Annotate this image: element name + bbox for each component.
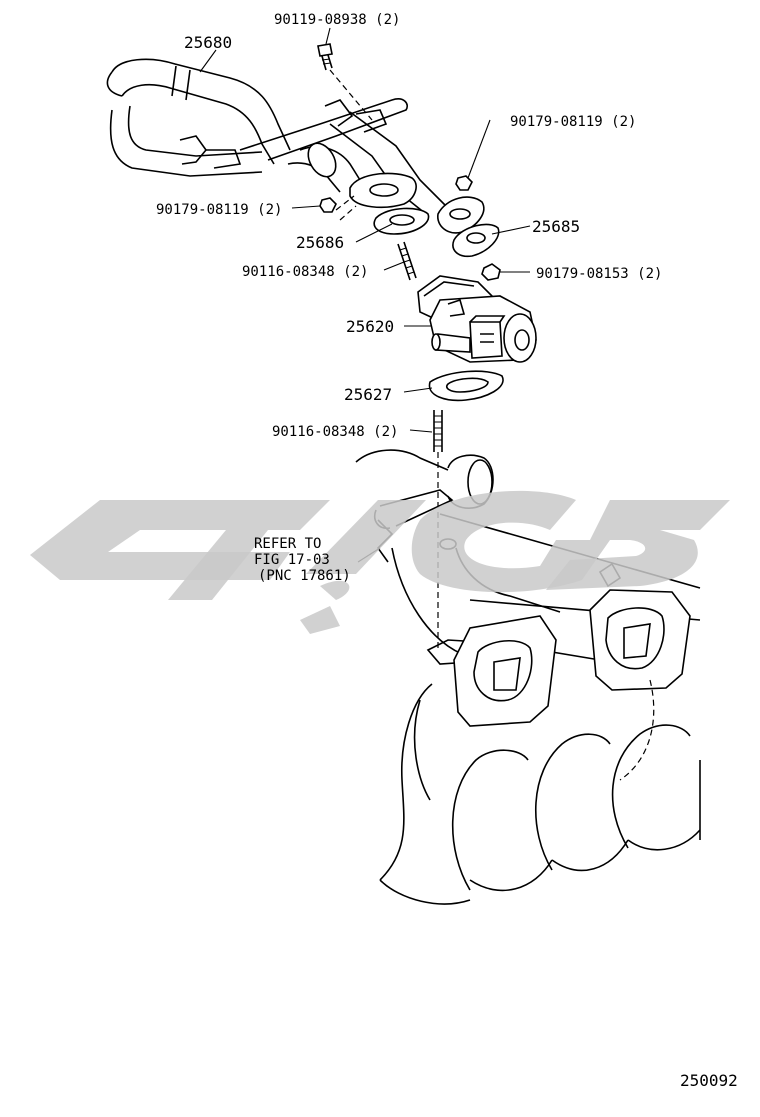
refer-to-line1: REFER TO: [254, 536, 321, 552]
nut-90179-08119-right: [455, 175, 473, 191]
pipe-flanges: [349, 172, 485, 234]
egr-valve-25620: [417, 275, 537, 363]
label-25620: 25620: [346, 317, 394, 336]
intake-runners: [379, 679, 701, 905]
intake-manifold: [355, 449, 701, 727]
label-25685: 25685: [532, 217, 580, 236]
label-90179-08153: 90179-08153 (2): [536, 266, 662, 282]
figure-number: 250092: [680, 1071, 738, 1090]
refer-to-line2: FIG 17-03: [254, 552, 330, 568]
label-90116-08348-lower: 90116-08348 (2): [272, 424, 398, 440]
gasket-25685: [452, 223, 500, 258]
label-25686: 25686: [296, 233, 344, 252]
watermark-logo: [30, 490, 730, 634]
refer-to-line3: (PNC 17861): [258, 568, 351, 584]
nut-90179-08153: [481, 263, 501, 281]
label-25680: 25680: [184, 33, 232, 52]
stud-lower: [433, 410, 443, 650]
gasket-25627: [428, 370, 504, 402]
gasket-25686: [373, 207, 430, 235]
part-labels: 25680 90119-08938 (2) 90179-08119 (2) 90…: [156, 12, 738, 1090]
label-25627: 25627: [344, 385, 392, 404]
stud-upper: [397, 241, 417, 281]
label-90179-08119-right: 90179-08119 (2): [510, 114, 636, 130]
egr-pipe: [106, 58, 447, 215]
label-90179-08119-left: 90179-08119 (2): [156, 202, 282, 218]
nut-90179-08119-left: [319, 195, 355, 213]
bolt-90119-08938: [317, 43, 373, 121]
label-90116-08348-upper: 90116-08348 (2): [242, 264, 368, 280]
label-90119-08938: 90119-08938 (2): [274, 12, 400, 28]
